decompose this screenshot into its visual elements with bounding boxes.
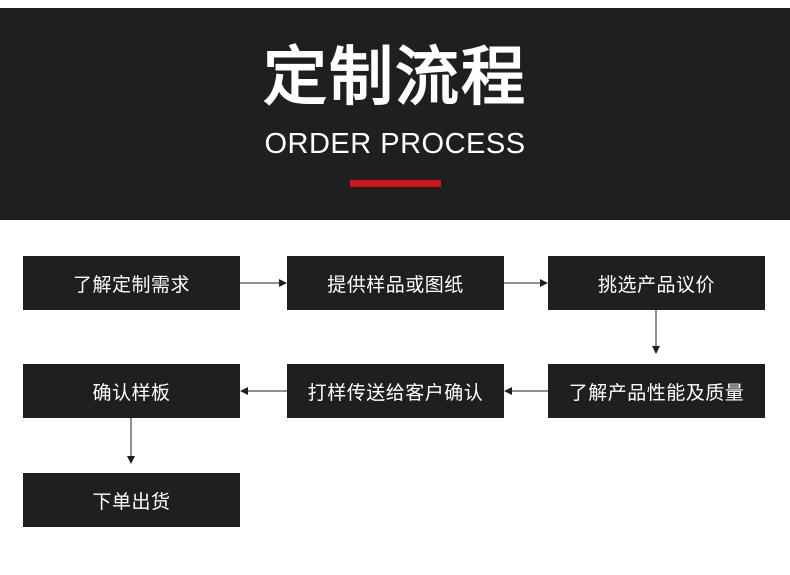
step-confirm-sample: 确认样板 [23, 364, 240, 418]
accent-bar [350, 180, 441, 187]
step-select-and-quote: 挑选产品议价 [548, 256, 765, 310]
step-order-and-ship: 下单出货 [23, 473, 240, 527]
step-provide-samples: 提供样品或图纸 [287, 256, 504, 310]
page-subtitle: ORDER PROCESS [264, 128, 526, 160]
page-title: 定制流程 [263, 41, 527, 115]
step-understand-quality: 了解产品性能及质量 [548, 364, 765, 418]
step-sample-confirmation: 打样传送给客户确认 [287, 364, 504, 418]
step-understand-requirements: 了解定制需求 [23, 256, 240, 310]
